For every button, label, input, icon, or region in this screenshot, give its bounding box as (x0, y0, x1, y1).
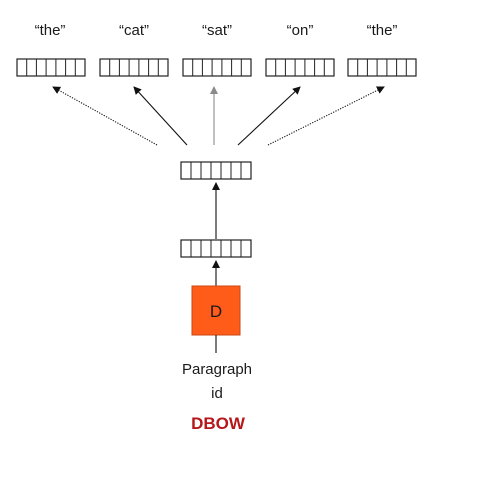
word-label-2: “cat” (119, 22, 149, 39)
model-name: DBOW (191, 414, 246, 433)
arrow-to-word-2 (133, 86, 188, 146)
word-label-1: “the” (35, 22, 66, 39)
word-vector-5 (347, 58, 417, 77)
paragraph-vector (180, 239, 252, 258)
paragraph-token-label: D (210, 302, 222, 321)
hidden-vector (180, 161, 252, 180)
word-vector-4 (265, 58, 335, 77)
paragraph-label-line2: id (211, 385, 223, 402)
arrow-to-word-4 (237, 86, 301, 146)
paragraph-token-box: D (191, 285, 241, 336)
paragraph-label-line1: Paragraph (182, 361, 252, 378)
word-vector-3 (182, 58, 252, 77)
word-label-4: “on” (287, 22, 314, 39)
word-label-5: “the” (367, 22, 398, 39)
arrow-to-word-1 (52, 86, 158, 146)
word-label-3: “sat” (202, 22, 232, 39)
word-vector-1 (16, 58, 86, 77)
arrow-to-word-5 (267, 86, 385, 146)
word-vector-2 (99, 58, 169, 77)
